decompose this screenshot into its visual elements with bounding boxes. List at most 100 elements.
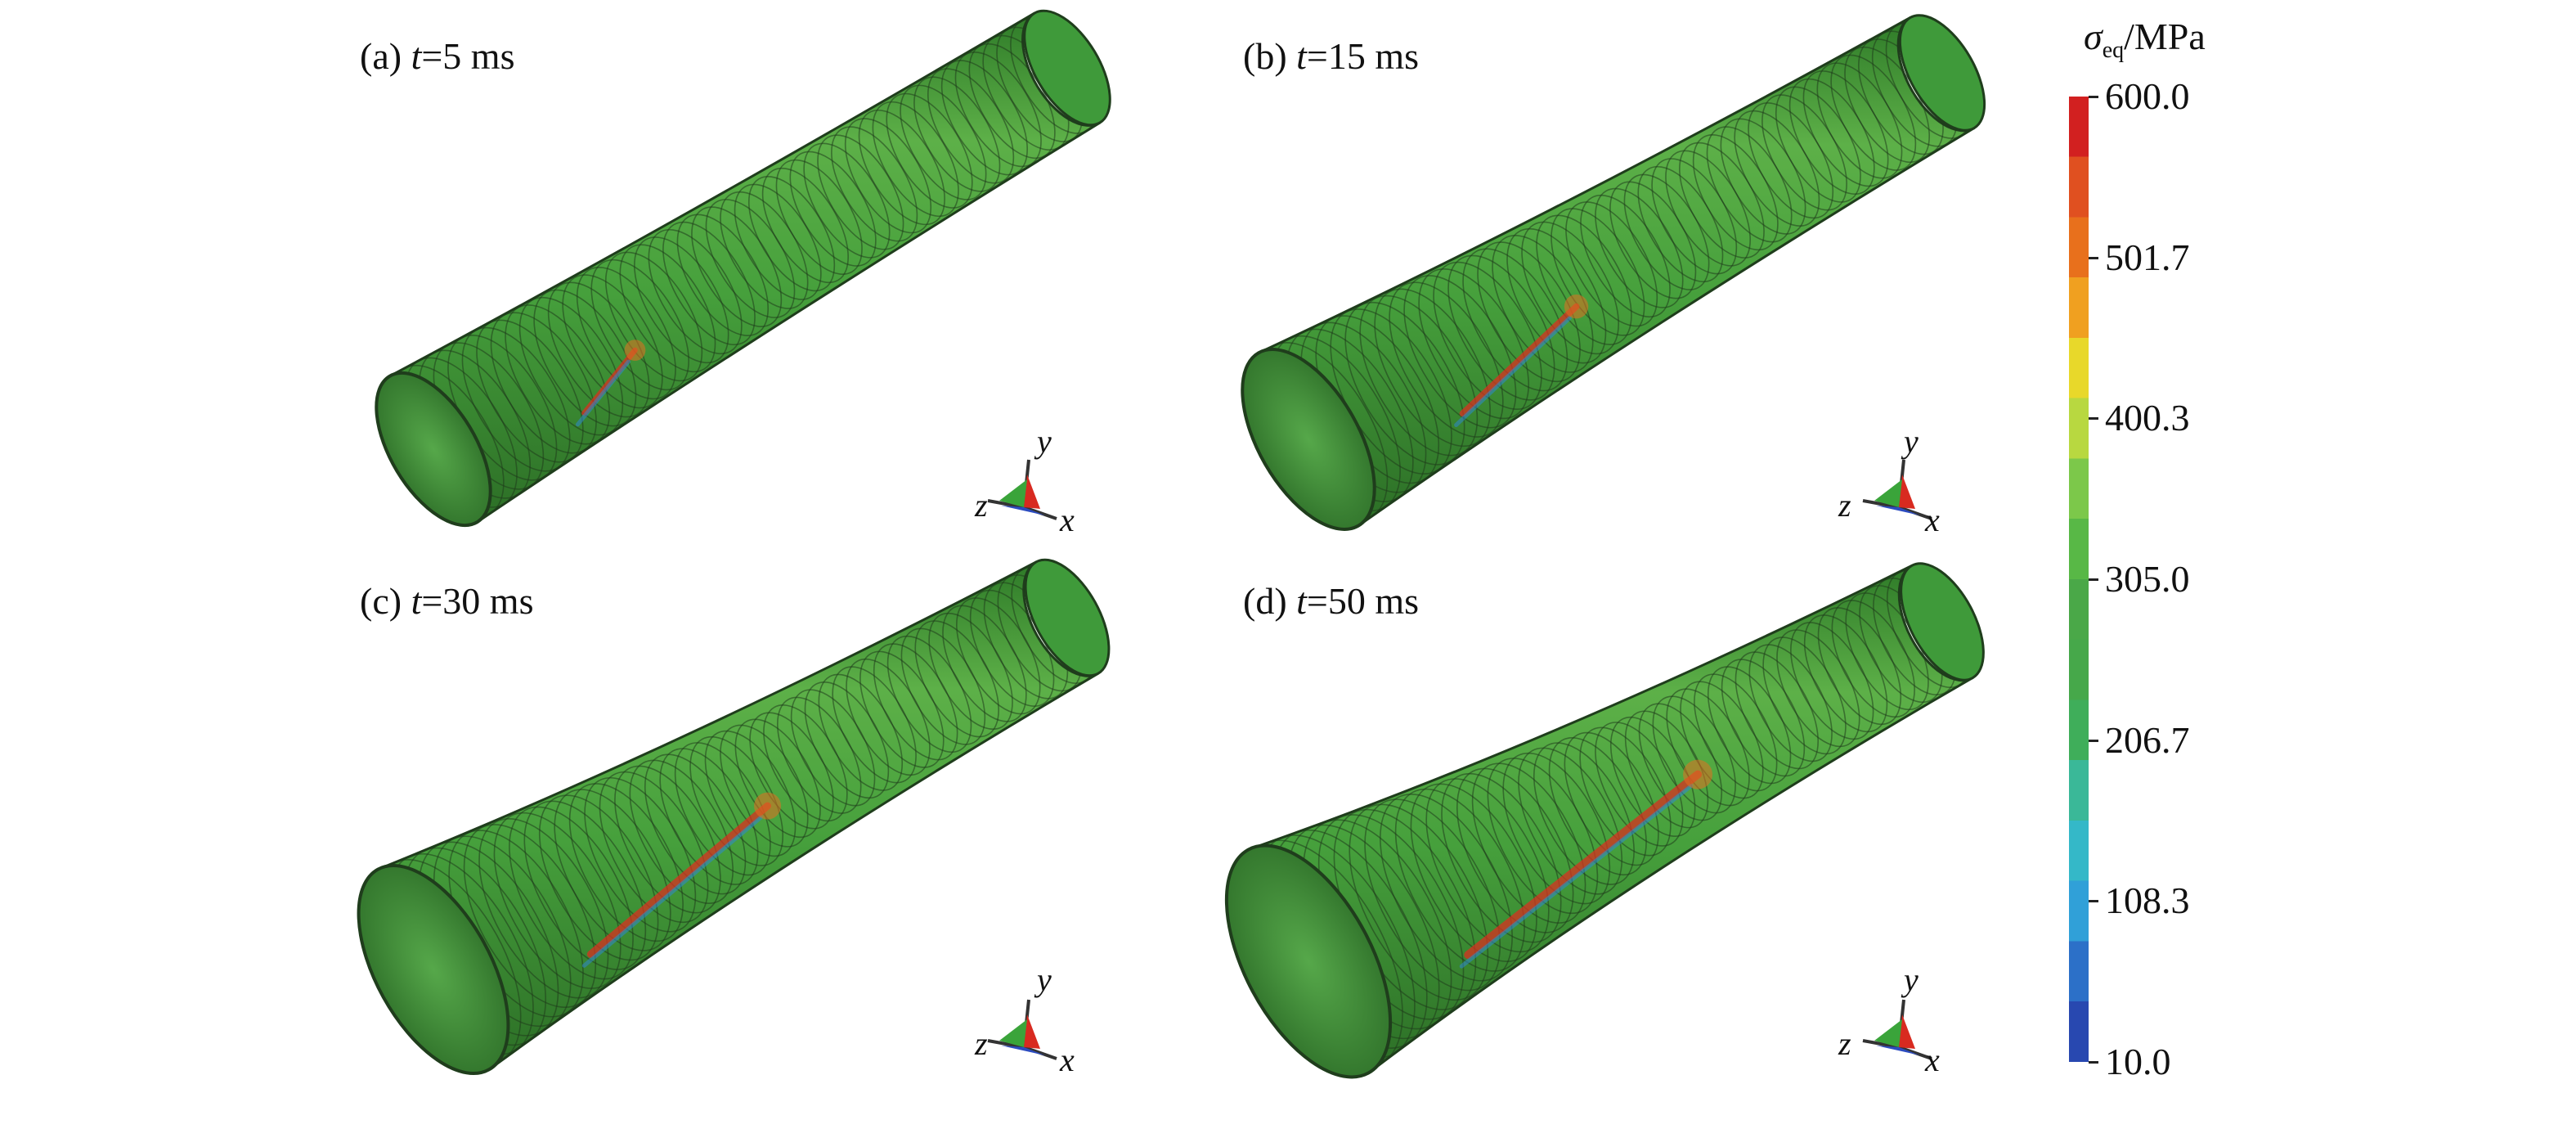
- mesh-ring: [674, 742, 771, 876]
- axis-triad-icon: [1862, 459, 1932, 520]
- mesh-ring: [562, 274, 663, 409]
- mesh-ring: [547, 281, 650, 418]
- mesh-ring: [490, 312, 597, 454]
- mesh-ring: [1533, 742, 1635, 885]
- mesh-ring: [619, 244, 716, 373]
- mesh-ring: [1492, 235, 1594, 373]
- mesh-ring: [662, 221, 756, 346]
- mesh-ring: [1817, 607, 1902, 726]
- mesh-ring: [1652, 695, 1736, 814]
- triad-y-label: y: [1904, 961, 1919, 998]
- mesh-ring: [818, 673, 904, 791]
- triad-z-label: z: [1838, 487, 1851, 524]
- mesh-ring: [900, 627, 986, 745]
- mesh-ring: [886, 635, 972, 753]
- mesh-ring: [1624, 710, 1709, 829]
- mesh-ring: [804, 681, 890, 799]
- triad-z-label: z: [975, 1025, 988, 1062]
- mesh-ring: [518, 296, 624, 436]
- tube-body: [1256, 16, 1975, 528]
- colorbar-tick-label: 600.0: [2105, 75, 2190, 117]
- tube-panel-d: [1224, 562, 1985, 1079]
- triad-y-label: y: [1037, 423, 1052, 460]
- mesh-ring: [568, 783, 684, 942]
- mesh-ring: [493, 812, 622, 989]
- mesh-ring: [1462, 248, 1568, 392]
- mesh-ring: [1721, 659, 1806, 777]
- mesh-ring: [478, 817, 609, 999]
- mesh-ring: [676, 214, 769, 337]
- mesh-ring: [629, 759, 734, 904]
- mesh-ring: [1595, 722, 1684, 847]
- mesh-ring: [1389, 281, 1504, 438]
- mesh-ring: [1579, 726, 1672, 857]
- mesh-ring: [846, 658, 931, 776]
- mesh-ring: [1410, 783, 1537, 962]
- mesh-ring: [1394, 788, 1525, 972]
- colorbar-tick-mark: [2089, 900, 2098, 903]
- tube-open-end: [375, 371, 492, 528]
- mesh-ring: [1548, 737, 1647, 876]
- triad-x-label: x: [1925, 502, 1940, 538]
- colorbar-title: σeq/MPa: [2084, 16, 2206, 64]
- mesh-ring: [476, 319, 584, 463]
- mesh-ring: [914, 620, 999, 738]
- mesh-ring: [1403, 275, 1517, 429]
- mesh-ring: [1831, 600, 1915, 718]
- low-stress-band: [575, 359, 631, 427]
- colorbar-tick-mark: [2089, 578, 2098, 581]
- mesh-ring: [689, 735, 784, 866]
- low-stress-band: [1459, 784, 1694, 969]
- mesh-ring: [584, 776, 697, 933]
- mesh-ring: [1564, 731, 1659, 866]
- mesh-ring: [644, 753, 747, 895]
- mesh-ring: [604, 251, 703, 382]
- triad-x-label: x: [1060, 502, 1075, 538]
- mesh-ring: [1748, 644, 1833, 762]
- mesh-ring: [1666, 688, 1750, 807]
- triad-z-label: z: [975, 487, 988, 524]
- colorbar-tick-mark: [2089, 256, 2098, 259]
- crack-stress-band: [586, 802, 772, 958]
- triad-y-label: y: [1037, 961, 1052, 998]
- mesh-ring: [720, 724, 809, 848]
- mesh-ring: [1707, 666, 1792, 785]
- mesh-ring: [1595, 187, 1684, 308]
- mesh-ring: [928, 612, 1013, 731]
- colorbar-tick-label: 108.3: [2105, 879, 2190, 922]
- colorbar-tick-label: 10.0: [2105, 1041, 2171, 1082]
- mesh-ring: [1506, 227, 1607, 364]
- mesh-ring: [859, 650, 945, 768]
- mesh-ring: [1364, 798, 1501, 992]
- mesh-ring: [533, 289, 637, 427]
- mesh-ring: [956, 597, 1041, 715]
- tube-panel-c: [357, 558, 1111, 1076]
- tube-panel-b: [1241, 14, 1986, 531]
- crack-stress-band: [1464, 770, 1703, 960]
- stress-hotspot: [754, 792, 782, 820]
- mesh-ring: [734, 718, 821, 839]
- mesh-ring: [1803, 614, 1888, 733]
- triad-x-label: x: [1060, 1041, 1075, 1078]
- colorbar-tick-mark: [2089, 96, 2098, 98]
- tube-open-end: [1241, 348, 1376, 531]
- mesh-ring: [1609, 716, 1696, 837]
- colorbar-tick-label: 501.7: [2105, 236, 2190, 278]
- mesh-ring: [1776, 629, 1860, 748]
- stress-hotspot: [1564, 294, 1589, 319]
- mesh-ring: [1433, 261, 1542, 410]
- mesh-ring: [576, 267, 676, 400]
- mesh-ring: [634, 236, 729, 364]
- mesh-ring: [1551, 208, 1645, 336]
- panel-label-b: (b) t=15 ms: [1243, 35, 1420, 77]
- mesh-ring: [1477, 241, 1581, 383]
- mesh-ring: [1536, 214, 1632, 345]
- panel-label-a: (a) t=5 ms: [360, 35, 515, 77]
- triad-x-label: x: [1925, 1041, 1940, 1078]
- mesh-ring: [776, 696, 862, 814]
- mesh-ring: [659, 748, 759, 885]
- mesh-ring: [790, 689, 876, 807]
- mesh-ring: [523, 800, 647, 970]
- tube-far-end: [1898, 14, 1986, 132]
